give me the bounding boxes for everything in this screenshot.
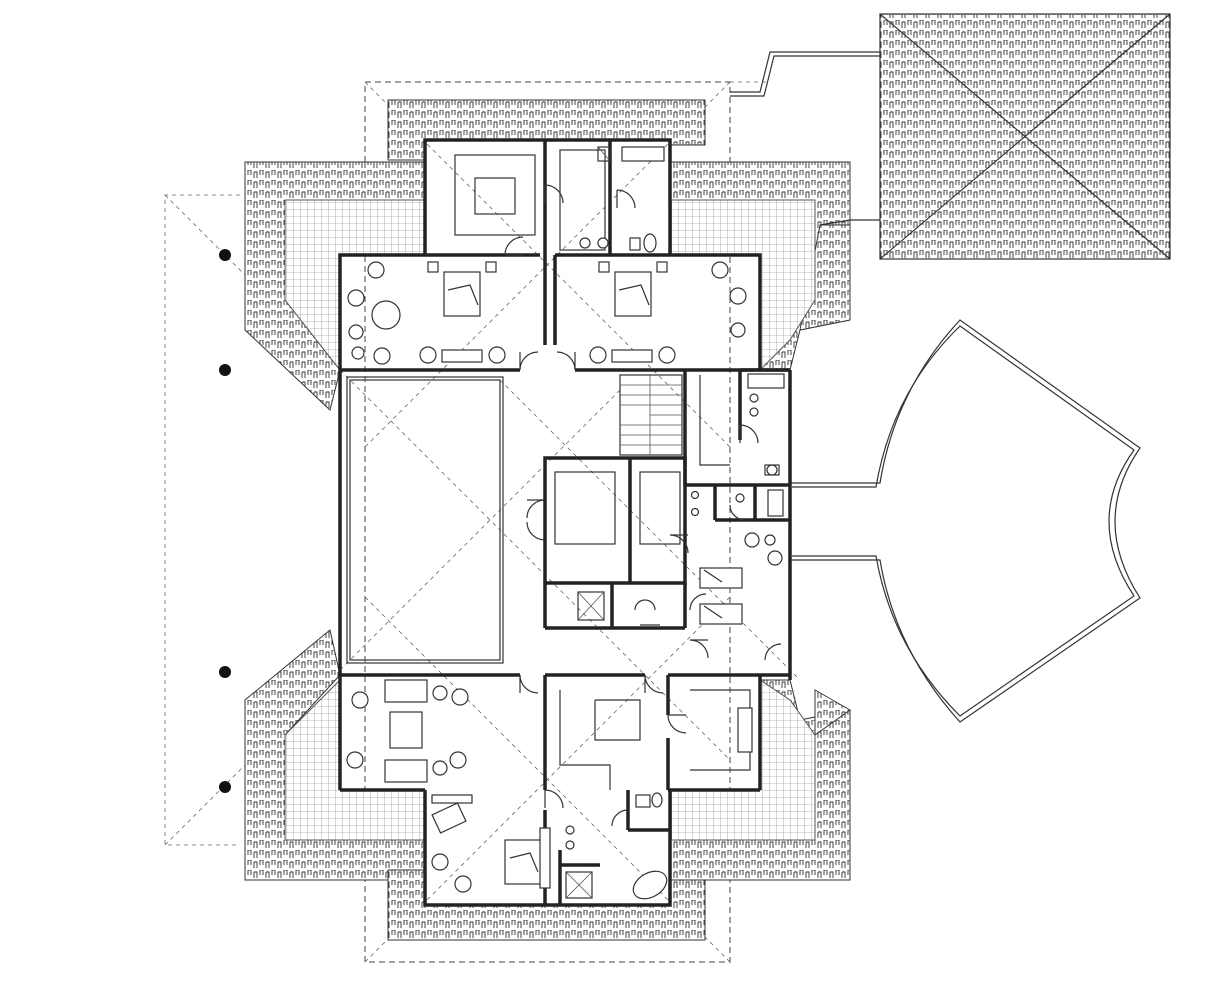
round-table bbox=[371, 300, 401, 330]
staircase bbox=[619, 374, 683, 456]
bed bbox=[699, 603, 743, 625]
bedroom-bottom bbox=[431, 827, 551, 893]
bathroom-fixtures bbox=[565, 146, 785, 900]
roof-outlines bbox=[164, 81, 801, 963]
column-markers bbox=[219, 249, 231, 793]
courtyard-pool bbox=[349, 379, 501, 661]
column-marker bbox=[219, 364, 231, 376]
pavilion-roof bbox=[730, 13, 1171, 260]
column-marker bbox=[219, 666, 231, 678]
column-marker bbox=[219, 249, 231, 261]
bathtub bbox=[621, 146, 665, 162]
right-rooms bbox=[699, 532, 783, 753]
column-marker bbox=[219, 781, 231, 793]
sofa bbox=[384, 759, 428, 783]
lounge bbox=[346, 679, 473, 834]
elevator bbox=[577, 591, 605, 621]
doors bbox=[504, 184, 782, 827]
bathtub bbox=[747, 373, 785, 389]
bed bbox=[614, 271, 652, 317]
bed bbox=[504, 839, 542, 885]
walls bbox=[338, 138, 792, 907]
shower bbox=[767, 489, 784, 517]
bedroom-top-right bbox=[589, 261, 747, 364]
bathtub bbox=[632, 870, 668, 900]
coffee-table bbox=[389, 711, 423, 749]
bed bbox=[699, 567, 743, 589]
bedroom-top-left bbox=[347, 261, 506, 365]
interior-lines bbox=[346, 146, 751, 899]
fan-terrace bbox=[790, 319, 1141, 723]
bed bbox=[443, 271, 481, 317]
sofa bbox=[384, 679, 428, 703]
